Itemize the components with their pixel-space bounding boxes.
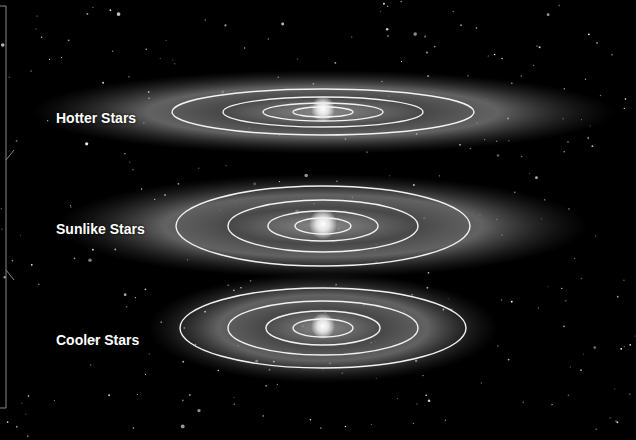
system-label: Hotter Stars	[56, 110, 136, 126]
system-label: Cooler Stars	[56, 332, 139, 348]
system-label: Sunlike Stars	[56, 221, 145, 237]
